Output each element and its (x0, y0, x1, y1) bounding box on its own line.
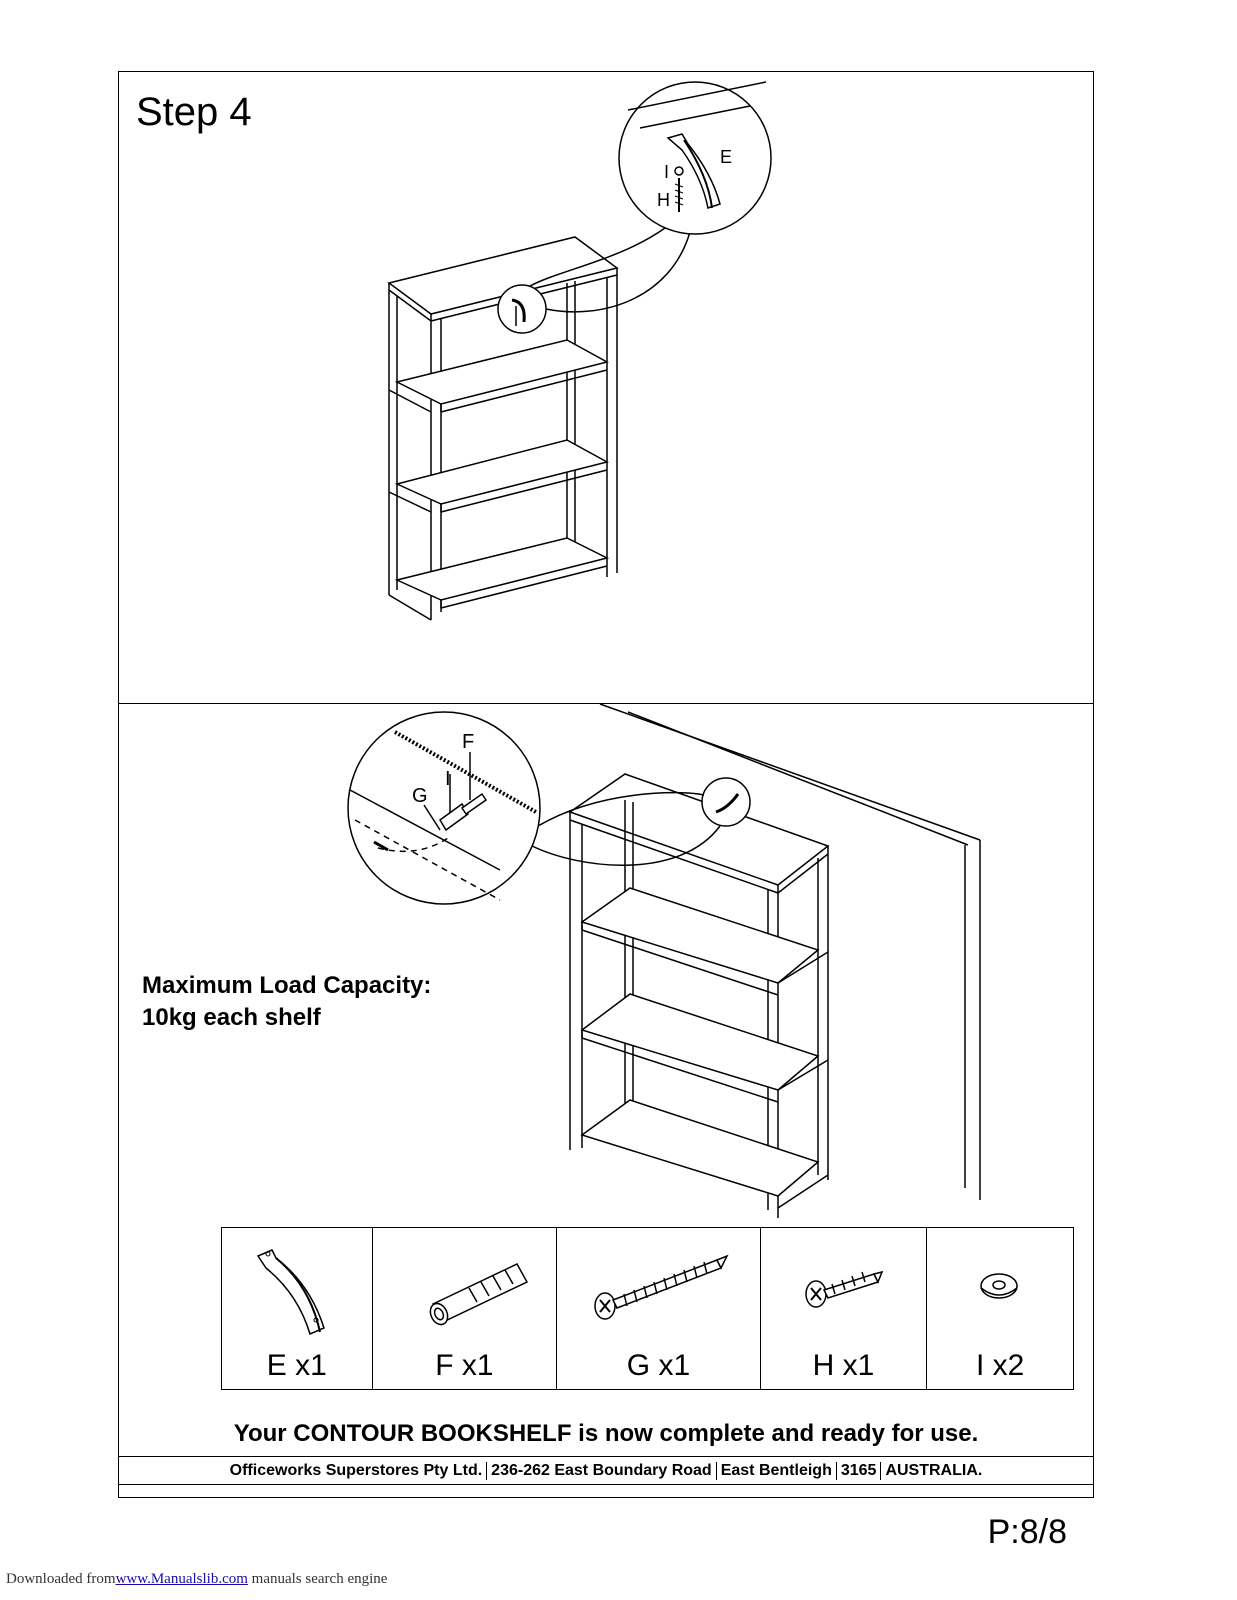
footer-divider-top (118, 1456, 1094, 1457)
footer-divider-bottom (118, 1484, 1094, 1485)
short-screw-icon (804, 1270, 883, 1308)
footer-company: Officeworks Superstores Pty Ltd. (229, 1462, 483, 1479)
download-notice: Downloaded fromwww.Manualslib.com manual… (6, 1571, 387, 1588)
callout-label-e: E (720, 147, 732, 167)
load-capacity-line2: 10kg each shelf (142, 1004, 321, 1031)
footer-postcode: 3165 (840, 1462, 877, 1479)
part-cell-e: E x1 (222, 1228, 373, 1389)
callout-label-h: H (657, 190, 670, 210)
download-suffix: manuals search engine (247, 1571, 388, 1587)
part-cell-h: H x1 (761, 1228, 928, 1389)
callout-label-i2: I (445, 768, 451, 790)
wall-plug-icon (429, 1263, 528, 1326)
footer-separator (715, 1461, 717, 1480)
part-label-g: G x1 (626, 1349, 691, 1382)
part-cell-f: F x1 (373, 1228, 558, 1389)
footer-street: 236-262 East Boundary Road (491, 1462, 712, 1479)
part-label-h: H x1 (812, 1349, 875, 1382)
bracket-icon (256, 1249, 325, 1336)
bookshelf-top-illustration (387, 81, 772, 621)
part-label-i: I x2 (975, 1349, 1025, 1382)
step-title: Step 4 (136, 90, 252, 134)
section-divider (118, 703, 1094, 704)
part-cell-i: I x2 (927, 1228, 1073, 1389)
footer-separator (486, 1461, 488, 1480)
part-label-e: E x1 (266, 1349, 327, 1382)
part-cell-g: G x1 (557, 1228, 761, 1389)
manualslib-link[interactable]: www.Manualslib.com (115, 1571, 248, 1587)
parts-table: E x1 F x1 G x1 (221, 1227, 1074, 1390)
callout-label-g: G (412, 785, 428, 807)
bookshelf-wall-illustration (347, 703, 981, 1218)
footer-country: AUSTRALIA. (885, 1462, 983, 1479)
long-screw-icon (594, 1254, 729, 1320)
load-capacity-line1: Maximum Load Capacity: (142, 972, 432, 999)
page-frame (118, 71, 1094, 1498)
load-capacity: Maximum Load Capacity: 10kg each shelf (142, 970, 431, 1034)
footer-separator (835, 1461, 837, 1480)
download-prefix: Downloaded from (6, 1571, 116, 1587)
washer-icon (980, 1273, 1019, 1299)
completion-message: Your CONTOUR BOOKSHELF is now complete a… (233, 1420, 979, 1447)
footer-address: Officeworks Superstores Pty Ltd. 236-262 … (118, 1459, 1094, 1483)
footer-separator (880, 1461, 882, 1480)
callout-label-i: I (664, 162, 669, 182)
callout-label-f: F (462, 731, 474, 753)
page-number: P:8/8 (987, 1513, 1067, 1551)
footer-suburb: East Bentleigh (720, 1462, 832, 1479)
part-label-f: F x1 (435, 1349, 494, 1382)
